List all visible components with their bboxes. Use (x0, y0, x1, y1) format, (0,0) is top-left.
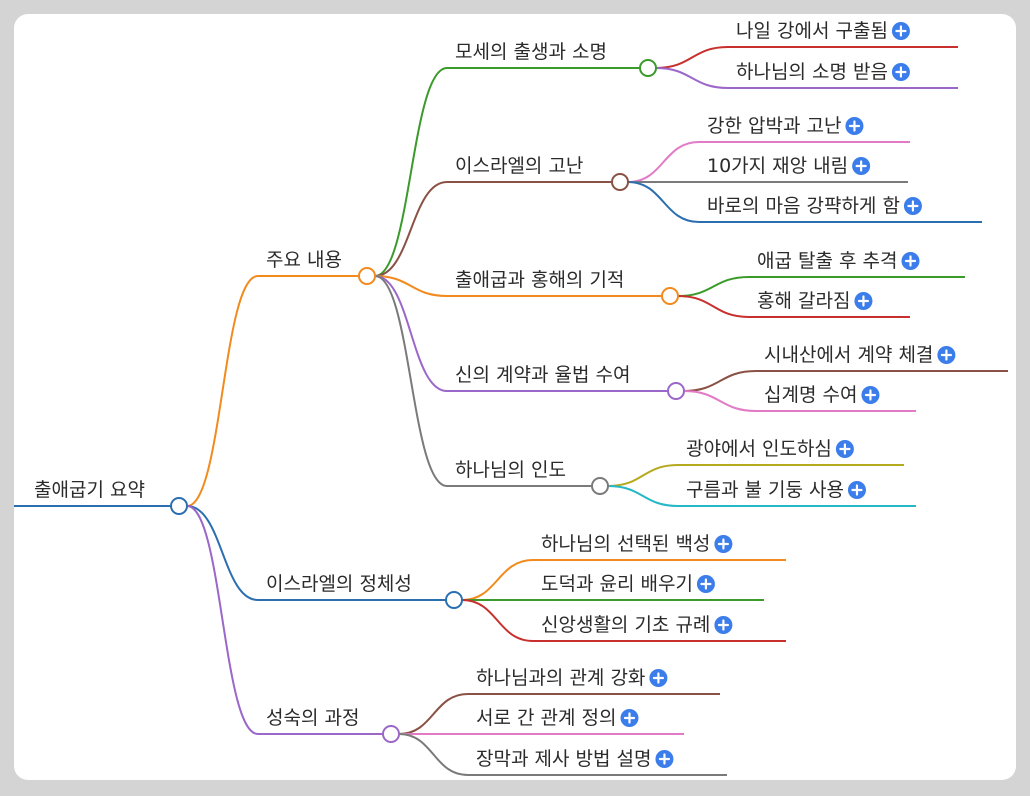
edge-root-0-0-1 (655, 67, 729, 89)
node-label-root-0-0[interactable]: 모세의 출생과 소명 (455, 41, 607, 63)
node-label-root-0-2-1[interactable]: 홍해 갈라짐 (757, 290, 850, 312)
node-label-root-0-4-1[interactable]: 구름과 불 기둥 사용 (686, 479, 844, 501)
plus-circle-icon[interactable] (696, 575, 715, 593)
node-toggle-root-0-4[interactable] (591, 477, 609, 495)
edge-root-0-4-1 (607, 485, 679, 507)
node-label-root-0[interactable]: 주요 내용 (266, 249, 342, 271)
node-toggle-root-0-2[interactable] (661, 287, 679, 305)
edge-root-2-0 (398, 693, 469, 735)
node-toggle-root-1[interactable] (445, 591, 463, 609)
edge-root-0-2-0 (677, 276, 750, 297)
edge-root-0-2-1 (677, 295, 750, 318)
edge-root-0-1 (374, 181, 448, 277)
node-label-root-0-2-0[interactable]: 애굽 탈출 후 추격 (757, 250, 897, 272)
plus-circle-icon[interactable] (649, 669, 668, 687)
node-label-root-0-3-0[interactable]: 시내산에서 계약 체결 (764, 344, 933, 366)
node-label-root-2-2[interactable]: 장막과 제사 방법 설명 (476, 748, 651, 770)
plus-circle-icon[interactable] (854, 292, 873, 310)
node-toggle-root-0-1[interactable] (611, 173, 629, 191)
node-toggle-root-0-0[interactable] (639, 59, 657, 77)
plus-circle-icon[interactable] (937, 346, 956, 364)
plus-circle-icon[interactable] (903, 197, 922, 215)
node-label-root[interactable]: 출애굽기 요약 (34, 479, 145, 501)
edge-root-0-4 (374, 275, 448, 487)
node-toggle-root-0[interactable] (358, 267, 376, 285)
plus-circle-icon[interactable] (861, 386, 880, 404)
node-label-root-0-1[interactable]: 이스라엘의 고난 (455, 155, 583, 177)
node-toggle-root[interactable] (170, 497, 188, 515)
node-label-root-1-2[interactable]: 신앙생활의 기초 규례 (541, 614, 710, 636)
node-label-root-1[interactable]: 이스라엘의 정체성 (266, 573, 412, 595)
node-toggle-root-2[interactable] (382, 725, 400, 743)
edge-root-2 (186, 505, 259, 735)
node-label-root-0-0-1[interactable]: 하나님의 소명 받음 (736, 61, 888, 83)
plus-circle-icon[interactable] (620, 709, 639, 727)
node-label-root-0-1-2[interactable]: 바로의 마음 강퍅하게 함 (707, 195, 900, 217)
node-label-root-1-0[interactable]: 하나님의 선택된 백성 (541, 533, 710, 555)
node-label-root-0-4[interactable]: 하나님의 인도 (455, 459, 566, 481)
plus-circle-icon[interactable] (891, 22, 910, 40)
edge-root-0-0 (374, 67, 448, 277)
plus-circle-icon[interactable] (714, 535, 733, 553)
plus-circle-icon[interactable] (845, 117, 864, 135)
edge-root-0-3 (374, 275, 448, 392)
edge-root-0-1-0 (627, 141, 700, 183)
edge-root-1-0 (461, 559, 534, 601)
node-label-root-2-0[interactable]: 하나님과의 관계 강화 (476, 667, 645, 689)
edge-root-0 (186, 275, 259, 507)
edge-root-0-3-1 (683, 390, 757, 412)
edges-layer (186, 46, 757, 776)
node-label-root-0-2[interactable]: 출애굽과 홍해의 기적 (455, 269, 624, 291)
edge-root-0-0-0 (655, 46, 729, 69)
edge-root-0-3-0 (683, 370, 757, 392)
plus-circle-icon[interactable] (847, 481, 866, 499)
edge-root-1 (186, 505, 259, 601)
node-label-root-2[interactable]: 성숙의 과정 (266, 707, 359, 729)
edge-root-2-2 (398, 733, 469, 776)
edge-root-1-2 (461, 599, 534, 642)
node-label-root-0-3-1[interactable]: 십계명 수여 (764, 384, 857, 406)
edge-root-0-2 (374, 275, 448, 297)
edge-root-0-4-0 (607, 464, 679, 487)
plus-circle-icon[interactable] (852, 157, 871, 175)
node-label-root-0-4-0[interactable]: 광야에서 인도하심 (686, 438, 832, 460)
plus-circle-icon[interactable] (901, 252, 920, 270)
plus-circle-icon[interactable] (714, 616, 733, 634)
node-label-root-0-3[interactable]: 신의 계약과 율법 수여 (455, 364, 630, 386)
node-label-root-2-1[interactable]: 서로 간 관계 정의 (476, 707, 616, 729)
node-label-root-0-1-1[interactable]: 10가지 재앙 내림 (707, 155, 848, 177)
dots-layer (170, 59, 685, 743)
plus-circle-icon[interactable] (655, 750, 674, 768)
plus-circle-icon[interactable] (891, 63, 910, 81)
plus-circle-icon[interactable] (835, 440, 854, 458)
node-label-root-0-0-0[interactable]: 나일 강에서 구출됨 (736, 20, 888, 42)
node-label-root-1-1[interactable]: 도덕과 윤리 배우기 (541, 573, 693, 595)
edge-root-0-1-2 (627, 181, 700, 223)
node-toggle-root-0-3[interactable] (667, 382, 685, 400)
underlines-layer (14, 46, 1008, 776)
node-label-root-0-1-0[interactable]: 강한 압박과 고난 (707, 115, 841, 137)
